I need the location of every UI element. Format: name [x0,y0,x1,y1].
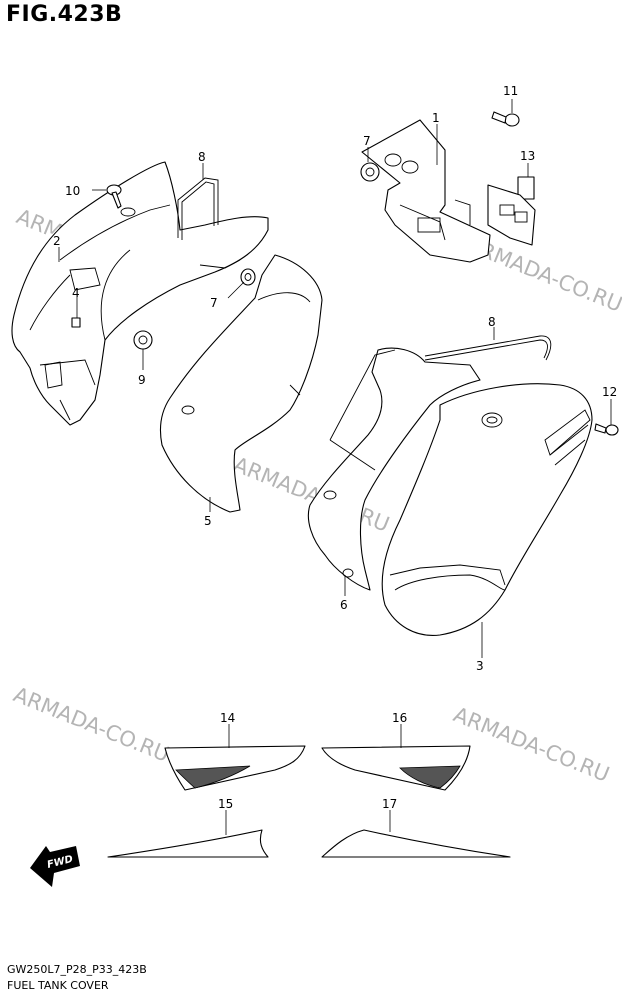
fwd-arrow: FWD [30,846,80,887]
part-7-grommet-right [360,162,380,182]
part-15-stripe-left [107,829,269,858]
part-8-wire-bracket-upper [177,177,219,240]
part-7-grommet-left [240,268,256,286]
part-10-screw [106,184,122,209]
callout-7-right: 7 [363,134,371,148]
footer-code: GW250L7_P28_P33_423B [7,963,147,976]
callout-3: 3 [476,659,484,673]
part-1-bracket [361,119,491,263]
part-5-inner-cover [159,254,323,513]
footer-name: FUEL TANK COVER [7,979,109,992]
callout-11: 11 [503,84,518,98]
part-6-inner-cover-right [307,347,481,591]
callout-4: 4 [72,286,80,300]
callout-10: 10 [65,184,80,198]
part-9-grommet [133,330,153,350]
callout-15: 15 [218,797,233,811]
part-16-emblem-right [321,745,471,791]
callout-8-upper: 8 [198,150,206,164]
callout-13: 13 [520,149,535,163]
callout-9: 9 [138,373,146,387]
part-11-bolt [491,111,520,127]
callout-17: 17 [382,797,397,811]
figure-title: FIG.423B [6,2,123,27]
part-13-stay [487,176,536,246]
part-2-front-cover [11,161,269,426]
part-14-emblem-left [164,745,306,791]
watermark-4: ARMADA-CO.RU [10,682,173,766]
leader-lines [58,99,612,835]
callout-8-right: 8 [488,315,496,329]
part-3-outer-cover [381,383,593,636]
callout-2: 2 [53,234,61,248]
part-12-screw [594,423,619,436]
callout-12: 12 [602,385,617,399]
callout-6: 6 [340,598,348,612]
part-8-wire-right [424,335,552,361]
callouts: 1 2 3 4 5 6 7 7 8 8 9 10 11 12 13 14 15 … [53,84,617,811]
part-17-stripe-right [321,829,511,858]
callout-16: 16 [392,711,407,725]
callout-7-left: 7 [210,296,218,310]
callout-5: 5 [204,514,212,528]
watermark-5: ARMADA-CO.RU [450,702,613,786]
callout-14: 14 [220,711,235,725]
callout-1: 1 [432,111,440,125]
